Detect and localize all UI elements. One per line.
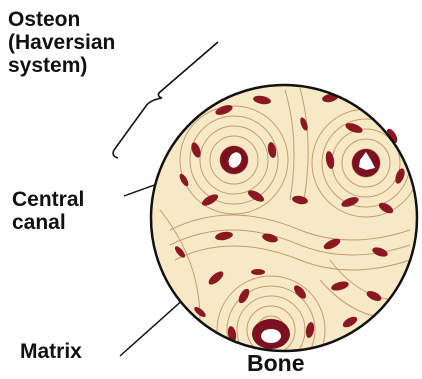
central-canal-right xyxy=(352,149,380,177)
osteon-label-line-2: (Haversian xyxy=(8,31,115,54)
central-canal-label-line-1: Central xyxy=(12,188,84,211)
central-canal-label-line-2: canal xyxy=(12,211,84,234)
osteon-label-line-1: Osteon xyxy=(8,8,115,31)
osteon-label-line-3: system) xyxy=(8,54,115,77)
matrix-label: Matrix xyxy=(20,340,82,363)
bone-label: Bone xyxy=(247,352,305,375)
bone-cross-section xyxy=(151,85,420,379)
central-canal-label: Central canal xyxy=(12,188,84,234)
central-canal-bottom xyxy=(252,319,290,349)
central-canal-left xyxy=(220,146,248,174)
osteon-label: Osteon (Haversian system) xyxy=(8,8,115,77)
